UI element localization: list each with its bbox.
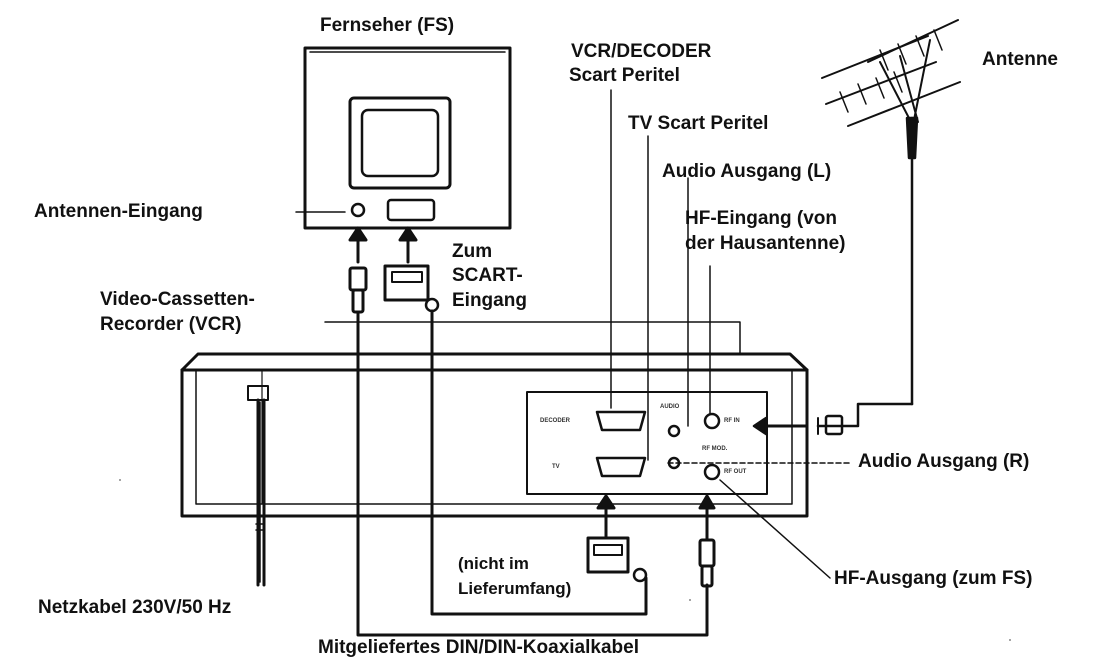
panel-tv-label: TV: [552, 464, 560, 470]
to-scart-label-1: Zum: [452, 241, 493, 262]
not-included-label-1: (nicht im: [458, 554, 529, 573]
vcr-decoder-label-1: VCR/DECODER: [571, 41, 712, 62]
tv-set: [303, 46, 512, 230]
to-scart-label-2: SCART-: [452, 265, 523, 286]
panel-audio-label: AUDIO: [660, 404, 680, 410]
not-included-label-2: Lieferumfang): [458, 579, 572, 598]
panel-rf-mod-label: RF MOD.: [702, 446, 728, 452]
scart-cable: [430, 309, 648, 616]
hf-input-label-1: HF-Eingang (von: [685, 208, 837, 229]
vcr-decoder-label-2: Scart Peritel: [569, 65, 680, 86]
power-cable-label: Netzkabel 230V/50 Hz: [38, 597, 232, 618]
leader-lines: [255, 89, 851, 583]
vcr-label-2: Recorder (VCR): [100, 314, 242, 335]
scart-plug-top: [383, 264, 440, 313]
din-plug-top: [348, 266, 368, 314]
tv-input-arrows: [348, 226, 418, 264]
antenna: [752, 19, 961, 436]
antenna-label: Antenne: [982, 49, 1058, 70]
tv-scart-label: TV Scart Peritel: [628, 113, 769, 134]
panel-rf-in-label: RF IN: [724, 418, 740, 424]
tv-title-label: Fernseher (FS): [320, 15, 455, 36]
scan-noise: [119, 479, 1011, 641]
audio-out-right-label: Audio Ausgang (R): [858, 451, 1030, 472]
hf-input-label-2: der Hausantenne): [685, 233, 846, 254]
antenna-input-label: Antennen-Eingang: [34, 201, 203, 222]
panel-decoder-label: DECODER: [540, 418, 571, 424]
panel-rf-out-label: RF OUT: [724, 469, 747, 475]
vcr-unit: [180, 352, 809, 518]
audio-out-left-label: Audio Ausgang (L): [662, 161, 832, 182]
to-scart-label-3: Eingang: [452, 290, 527, 311]
vcr-label-1: Video-Cassetten-: [100, 289, 255, 310]
power-cable: [256, 398, 266, 587]
coax-cable-label: Mitgeliefertes DIN/DIN-Koaxialkabel: [318, 637, 639, 658]
hf-output-label: HF-Ausgang (zum FS): [834, 568, 1033, 589]
coax-cable: [356, 310, 716, 637]
